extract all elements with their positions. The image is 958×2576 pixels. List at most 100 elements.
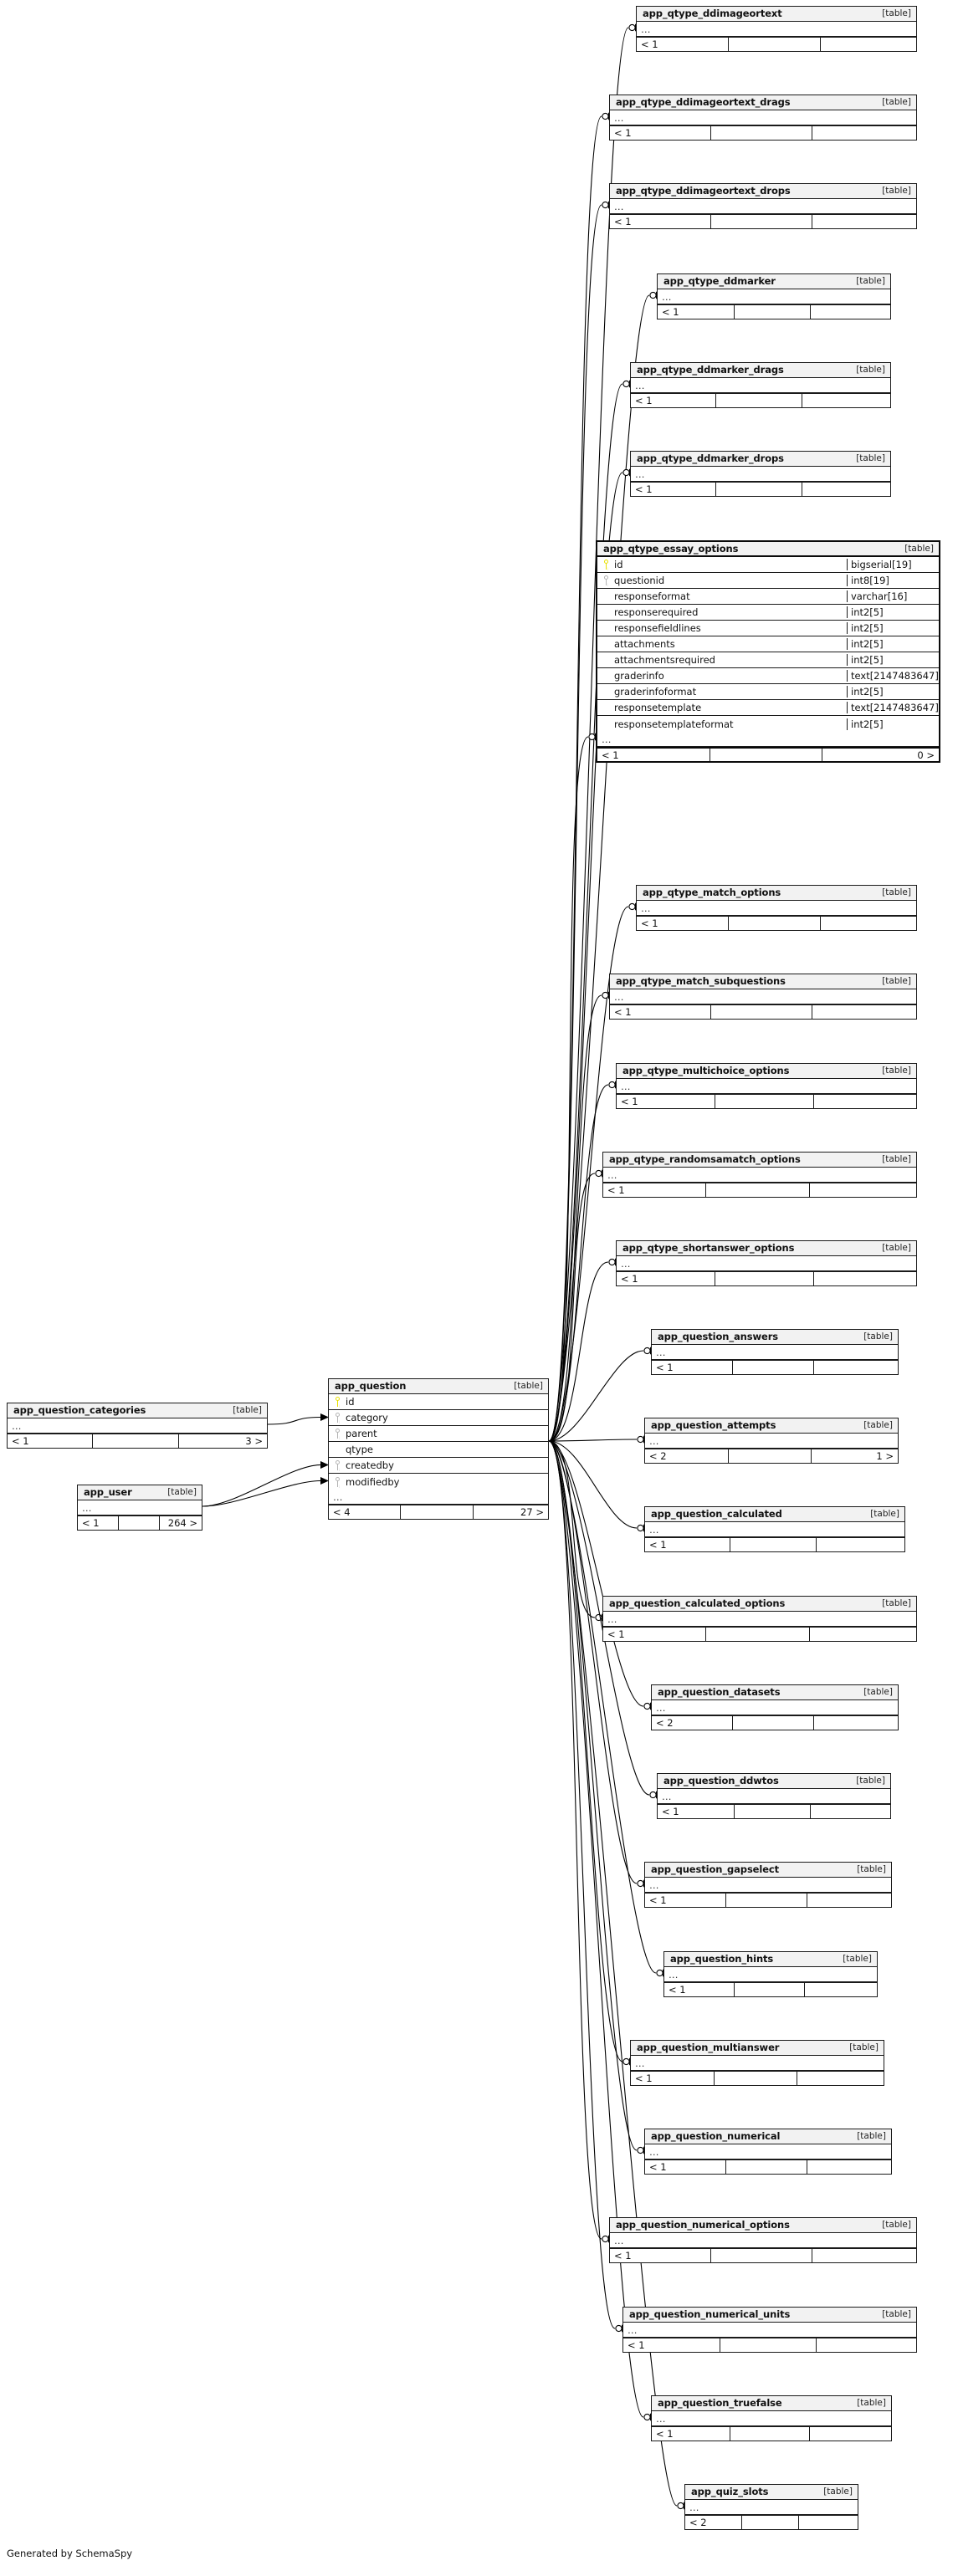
edge-question-to-match_subquestions	[548, 994, 602, 1442]
table-column-row[interactable]: qtype	[329, 1442, 548, 1458]
table-column-row[interactable]: createdby	[329, 1458, 548, 1474]
outgoing-relationship-count	[805, 1983, 877, 1996]
table-node-question_ddwtos[interactable]: app_question_ddwtos[table]…< 1	[657, 1773, 891, 1819]
table-node-question_numerical[interactable]: app_question_numerical[table]…< 1	[644, 2129, 892, 2175]
column-type: int2[5]	[847, 638, 939, 650]
column-name: category	[346, 1412, 388, 1423]
table-column-row[interactable]: category	[329, 1410, 548, 1426]
table-node-ddmarker[interactable]: app_qtype_ddmarker[table]…< 1	[657, 273, 891, 319]
table-node-match_subquestions[interactable]: app_qtype_match_subquestions[table]…< 1	[609, 974, 917, 1020]
table-footer-stats: < 1	[617, 1094, 916, 1108]
edge-question-to-question_gapselect	[548, 1440, 638, 1884]
more-columns-ellipsis: …	[658, 289, 890, 304]
table-node-ddmarker_drags[interactable]: app_qtype_ddmarker_drags[table]…< 1	[630, 362, 891, 408]
incoming-relationship-count: < 1	[78, 1516, 119, 1530]
footer-spacer	[716, 394, 802, 407]
incoming-relationship-count: < 1	[610, 1005, 711, 1019]
more-columns-ellipsis: …	[652, 1345, 898, 1360]
table-footer-stats: < 1	[603, 1627, 916, 1641]
incoming-relationship-count: < 1	[623, 2338, 720, 2352]
edge-question_categories-to-question-category	[267, 1416, 321, 1425]
column-type: bigserial[19]	[847, 559, 939, 570]
incoming-relationship-count: < 1	[658, 305, 735, 319]
table-column-row[interactable]: parent	[329, 1426, 548, 1442]
footer-spacer	[742, 2516, 799, 2529]
footer-spacer	[729, 917, 822, 930]
incoming-relationship-count: < 1	[652, 2427, 731, 2441]
more-columns-ellipsis: …	[652, 2411, 891, 2426]
edge-question-to-question_numerical	[548, 1440, 638, 2151]
table-node-question_numerical_units[interactable]: app_question_numerical_units[table]…< 1	[622, 2307, 917, 2353]
more-columns-ellipsis: …	[329, 1490, 548, 1505]
primary-key-icon	[334, 1397, 341, 1407]
edge-app_user-to-question-modifiedby	[202, 1480, 321, 1507]
table-node-shortanswer_options[interactable]: app_qtype_shortanswer_options[table]…< 1	[616, 1240, 917, 1286]
table-node-question_calculated_options[interactable]: app_question_calculated_options[table]…<…	[602, 1596, 917, 1642]
table-node-question_truefalse[interactable]: app_question_truefalse[table]…< 1	[651, 2395, 892, 2441]
table-node-ddimageortext_drags[interactable]: app_qtype_ddimageortext_drags[table]…< 1	[609, 95, 917, 141]
table-name: app_question_hints	[670, 1953, 774, 1965]
table-footer-stats: < 1	[610, 1004, 916, 1019]
edge-question-to-randomsamatch_options	[548, 1173, 596, 1442]
table-kind-label: [table]	[882, 1243, 911, 1253]
footer-spacer	[735, 305, 812, 319]
table-node-question_hints[interactable]: app_question_hints[table]…< 1	[663, 1951, 878, 1997]
table-node-ddimageortext[interactable]: app_qtype_ddimageortext[table]…< 1	[636, 6, 917, 52]
table-footer-stats: < 1	[664, 1982, 877, 1996]
table-node-question_datasets[interactable]: app_question_datasets[table]…< 2	[651, 1684, 899, 1730]
footer-spacer	[733, 1716, 815, 1730]
table-footer-stats: < 2	[652, 1715, 898, 1730]
outgoing-relationship-count	[811, 1805, 890, 1818]
table-node-randomsamatch_options[interactable]: app_qtype_randomsamatch_options[table]…<…	[602, 1152, 917, 1198]
table-node-ddmarker_drops[interactable]: app_qtype_ddmarker_drops[table]…< 1	[630, 451, 891, 497]
table-node-question_calculated[interactable]: app_question_calculated[table]…< 1	[644, 1506, 905, 1552]
outgoing-relationship-count	[812, 126, 916, 140]
footer-spacer	[715, 2072, 798, 2085]
table-column-row[interactable]: id	[329, 1394, 548, 1410]
table-node-question_gapselect[interactable]: app_question_gapselect[table]…< 1	[644, 1862, 892, 1908]
table-node-match_options[interactable]: app_qtype_match_options[table]…< 1	[636, 885, 917, 931]
table-kind-label: [table]	[904, 543, 934, 554]
table-footer-stats: < 1	[631, 482, 890, 496]
more-columns-ellipsis: …	[597, 732, 939, 747]
table-name: app_qtype_ddmarker_drags	[637, 364, 784, 376]
table-node-ddimageortext_drops[interactable]: app_qtype_ddimageortext_drops[table]…< 1	[609, 183, 917, 229]
table-header: app_question_ddwtos[table]	[658, 1774, 890, 1789]
outgoing-relationship-count	[810, 1628, 916, 1641]
more-columns-ellipsis: …	[617, 1079, 916, 1094]
more-columns-ellipsis: …	[603, 1168, 916, 1183]
column-name-cell: id	[329, 1396, 548, 1408]
table-node-question_multianswer[interactable]: app_question_multianswer[table]…< 1	[630, 2040, 884, 2086]
table-node-question_numerical_options[interactable]: app_question_numerical_options[table]…< …	[609, 2217, 917, 2263]
column-type: text[2147483647]	[847, 702, 939, 713]
table-kind-label: [table]	[882, 97, 911, 107]
table-kind-label: [table]	[856, 365, 885, 375]
table-node-quiz_slots[interactable]: app_quiz_slots[table]…< 2	[684, 2484, 858, 2530]
table-node-question_answers[interactable]: app_question_answers[table]…< 1	[651, 1329, 899, 1375]
edge-question-to-question_truefalse	[548, 1440, 644, 2418]
outgoing-relationship-count	[810, 1183, 916, 1197]
table-column-row[interactable]: modifiedby	[329, 1474, 548, 1490]
incoming-relationship-count: < 1	[603, 1628, 707, 1641]
table-name: app_qtype_ddmarker_drops	[637, 452, 784, 464]
table-name: app_question_numerical	[651, 2130, 781, 2142]
table-node-multichoice_options[interactable]: app_qtype_multichoice_options[table]…< 1	[616, 1063, 917, 1109]
table-kind-label: [table]	[882, 976, 911, 986]
